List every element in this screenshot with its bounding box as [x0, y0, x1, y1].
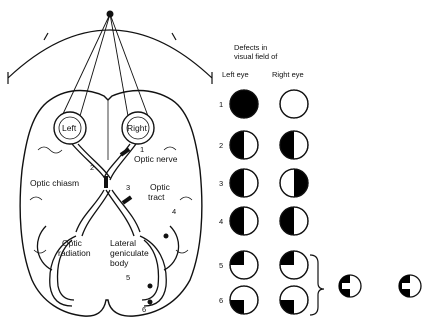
optic-tract-label-2: tract — [148, 192, 165, 202]
combined-field-left — [339, 275, 361, 297]
defect-field-right-row-3 — [280, 169, 308, 197]
lesion-number-5: 5 — [126, 273, 130, 282]
defect-field-right-row-5 — [280, 251, 308, 279]
defect-field-left-row-4 — [230, 207, 258, 235]
optic-radiation-label-2: radiation — [58, 248, 91, 258]
defects-title-line2: visual field of — [234, 52, 278, 61]
lgb-label-1: Lateral — [110, 238, 136, 248]
optic-nerve-label: Optic nerve — [134, 154, 178, 164]
brain-outline — [20, 91, 202, 317]
left-eye-header: Left eye — [222, 70, 249, 79]
visual-rays — [62, 14, 148, 116]
optic-tract-label-1: Optic — [150, 182, 171, 192]
defect-field-left-row-1 — [230, 90, 258, 118]
defect-field-left-row-6 — [230, 286, 258, 314]
defect-field-right-row-2 — [280, 131, 308, 159]
defect-row-number: 3 — [219, 179, 223, 188]
lgb-label-3: body — [110, 258, 129, 268]
defect-row-number: 1 — [219, 100, 223, 109]
optic-radiation-label-1: Optic — [62, 238, 83, 248]
lesion-number-4: 4 — [172, 207, 176, 216]
defect-field-left-row-3 — [230, 169, 258, 197]
defects-title-line1: Defects in — [234, 43, 267, 52]
lgb-label-2: geniculate — [110, 248, 149, 258]
defect-field-right-row-4 — [280, 207, 308, 235]
left-eye-label: Left — [62, 123, 77, 133]
defect-row-number: 5 — [219, 261, 223, 270]
lesion-number-2: 2 — [90, 163, 94, 172]
defect-grid: 1 2 3 4 5 6 — [219, 90, 308, 314]
defect-row-number: 2 — [219, 141, 223, 150]
defect-row-number: 6 — [219, 296, 223, 305]
defect-row-number: 4 — [219, 217, 223, 226]
right-eye-header: Right eye — [272, 70, 304, 79]
defect-field-left-row-5 — [230, 251, 258, 279]
grouping-bracket — [310, 255, 324, 315]
optic-pathways — [37, 144, 178, 306]
lesion-number-1: 1 — [140, 145, 144, 154]
lesion-number-3: 3 — [126, 183, 130, 192]
optic-chiasm-label: Optic chiasm — [30, 178, 79, 188]
visual-field-arc — [8, 30, 212, 84]
defect-field-left-row-2 — [230, 131, 258, 159]
defect-field-right-row-1 — [280, 90, 308, 118]
defect-field-right-row-6 — [280, 286, 308, 314]
combined-field-right — [399, 275, 421, 297]
right-eye-label: Right — [127, 123, 147, 133]
lesion-number-6: 6 — [142, 305, 146, 314]
